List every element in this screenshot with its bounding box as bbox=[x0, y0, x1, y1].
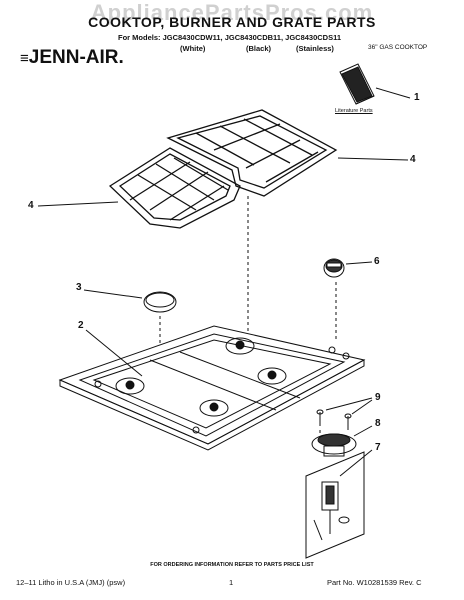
product-description: 36" GAS COOKTOP bbox=[368, 44, 428, 51]
callout-1: 1 bbox=[414, 92, 420, 103]
leader-line-6 bbox=[345, 261, 373, 265]
leader-line-2 bbox=[85, 329, 143, 377]
color-black: (Black) bbox=[246, 44, 272, 53]
callout-6: 6 bbox=[374, 256, 380, 267]
leader-line-3 bbox=[83, 289, 143, 299]
callout-7: 7 bbox=[375, 442, 381, 453]
literature-book-icon bbox=[339, 63, 375, 105]
page-title: COOKTOP, BURNER AND GRATE PARTS bbox=[88, 14, 376, 30]
burner-base bbox=[311, 433, 357, 457]
right-grate bbox=[166, 109, 338, 197]
leader-line-8 bbox=[353, 425, 373, 437]
valve-assembly-box bbox=[305, 451, 365, 559]
cooktop-surface bbox=[58, 325, 366, 451]
leader-line-9a bbox=[325, 397, 373, 411]
burner-cap bbox=[143, 291, 177, 313]
part-number: Part No. W10281539 Rev. C bbox=[327, 578, 422, 587]
callout-8: 8 bbox=[375, 418, 381, 429]
callout-3: 3 bbox=[76, 282, 82, 293]
color-white: (White) bbox=[180, 44, 206, 53]
model-numbers: For Models: JGC8430CDW11, JGC8430CDB11, … bbox=[118, 33, 342, 42]
color-stainless: (Stainless) bbox=[296, 44, 334, 53]
callout-4-left: 4 bbox=[28, 200, 34, 211]
brand-logo-mark: ≡ bbox=[20, 50, 29, 67]
ordering-info: FOR ORDERING INFORMATION REFER TO PARTS … bbox=[150, 562, 314, 568]
brand-logo: ≡JENN-AIR. bbox=[20, 47, 124, 69]
literature-parts-label: Literature Parts bbox=[335, 108, 373, 114]
screws bbox=[316, 409, 352, 430]
leader-line-1 bbox=[375, 87, 411, 99]
leader-line-4-left bbox=[37, 201, 119, 207]
brand-name: JENN-AIR. bbox=[28, 47, 124, 68]
leader-line-7 bbox=[339, 449, 373, 477]
page-number: 1 bbox=[229, 578, 234, 587]
callout-2: 2 bbox=[78, 320, 84, 331]
callout-4-right: 4 bbox=[410, 154, 416, 165]
leader-line-9b bbox=[351, 399, 373, 415]
print-info: 12–11 Litho in U.S.A (JMJ) (psw) bbox=[16, 578, 126, 587]
leader-line-4-right bbox=[337, 157, 409, 161]
left-grate bbox=[108, 147, 241, 229]
watermark: AppliancePartsPros.com bbox=[90, 0, 374, 25]
callout-9: 9 bbox=[375, 392, 381, 403]
control-knob bbox=[323, 258, 345, 278]
